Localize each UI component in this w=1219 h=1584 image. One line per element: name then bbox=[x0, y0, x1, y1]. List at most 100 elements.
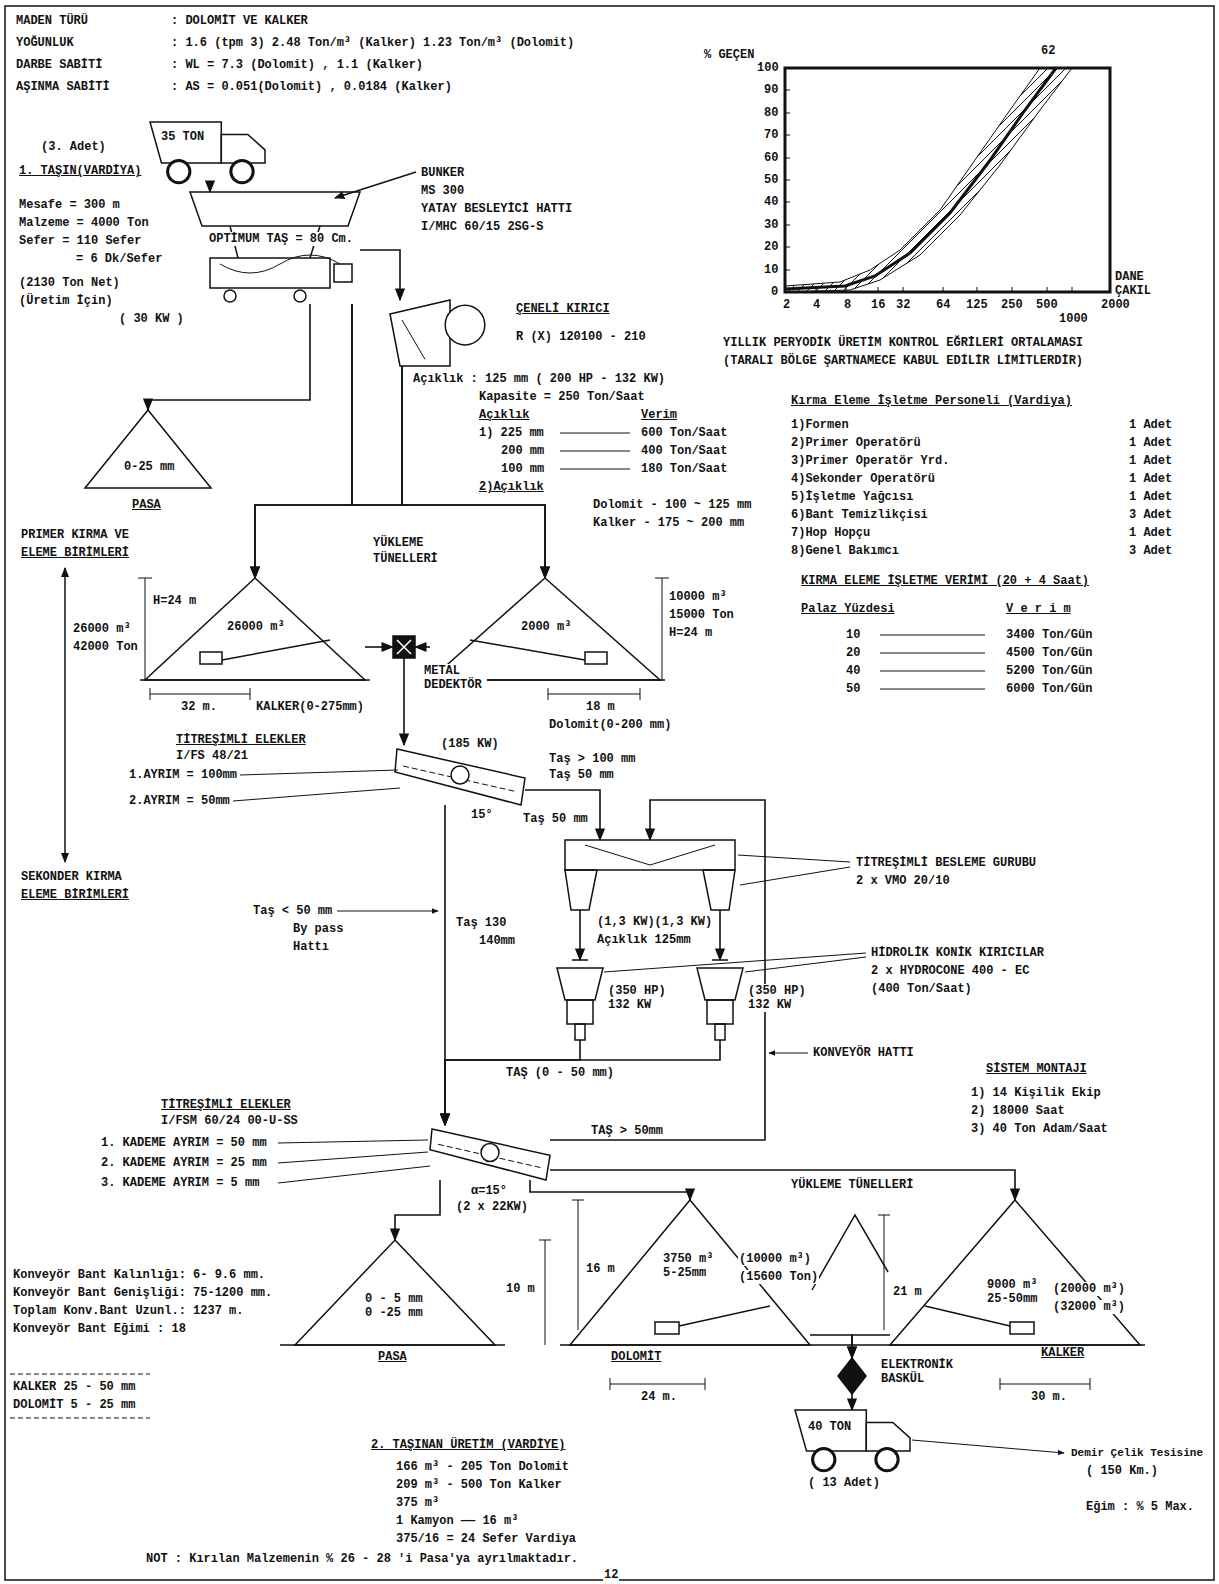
label: 50 bbox=[845, 682, 861, 696]
stroke bbox=[390, 300, 450, 366]
label: (1,3 KW)(1,3 KW) bbox=[596, 915, 713, 929]
stroke bbox=[876, 1448, 898, 1470]
label: SİSTEM MONTAJI bbox=[985, 1062, 1088, 1076]
label: 100 bbox=[756, 61, 780, 75]
label: KALKER(0-275mm) bbox=[255, 700, 365, 714]
label: 375 m³ bbox=[395, 1496, 440, 1510]
stroke bbox=[294, 290, 306, 302]
stroke bbox=[395, 749, 525, 805]
label: Taş 130 bbox=[455, 916, 507, 930]
label: 2) 18000 Saat bbox=[970, 1104, 1066, 1118]
node-text: (350 HP) 132 KW bbox=[607, 984, 671, 1012]
node-shape bbox=[557, 960, 603, 1040]
conveyor-line bbox=[444, 805, 446, 1125]
conveyor-line bbox=[395, 1180, 440, 1240]
label: (3. Adet) bbox=[40, 140, 107, 154]
stroke bbox=[438, 1144, 542, 1168]
stroke bbox=[430, 1129, 550, 1180]
label: DOLOMİT 5 - 25 mm bbox=[12, 1398, 136, 1412]
label: KONVEYÖR HATTI bbox=[812, 1046, 915, 1060]
node-text: TİTREŞİMLİ ELEKLER bbox=[175, 733, 307, 747]
label: 4 bbox=[812, 298, 821, 312]
label: Kalker - 175 ~ 200 mm bbox=[592, 516, 745, 530]
conveyor-line bbox=[365, 646, 393, 648]
label: 12 bbox=[603, 1568, 619, 1582]
label: 100 mm bbox=[500, 462, 545, 476]
label: 1) 14 Kişilik Ekip bbox=[970, 1086, 1102, 1100]
stroke bbox=[393, 636, 415, 658]
stroke bbox=[295, 1240, 495, 1345]
label: YATAY BESLEYİCİ HATTI bbox=[420, 202, 573, 216]
label: (400 Ton/Saat) bbox=[870, 982, 973, 996]
node-shape bbox=[390, 300, 490, 366]
label: 250 bbox=[1000, 298, 1024, 312]
label: HİDROLİK KONİK KIRICILAR bbox=[870, 946, 1045, 960]
arrow bbox=[64, 568, 66, 862]
edge-label: TAŞ > 50mm bbox=[590, 1124, 664, 1138]
stroke bbox=[838, 1358, 866, 1394]
label: (Üretim İçin) bbox=[18, 294, 114, 308]
tunnel-conveyor bbox=[470, 640, 585, 660]
label: 5)İşletme Yağcısı bbox=[790, 490, 914, 504]
label: 10 bbox=[763, 263, 779, 277]
node-text: (185 KW) bbox=[440, 737, 500, 751]
node-text: OPTİMUM TAŞ = 80 Cm. bbox=[208, 232, 354, 246]
label: Kırma Eleme İşletme Personeli (Vardiya) bbox=[790, 394, 1073, 408]
label: 15000 Ton bbox=[668, 608, 735, 622]
node-text: TİTREŞİMLİ BESLEME GURUBU bbox=[855, 856, 1037, 870]
label: 1 Adet bbox=[1128, 472, 1173, 486]
label: YÜKLEME bbox=[372, 536, 424, 550]
label: 10000 m³ bbox=[668, 590, 728, 604]
label: Toplam Konv.Bant Uzunl.: 1237 m. bbox=[12, 1304, 244, 1318]
label: 10 m bbox=[505, 1282, 536, 1296]
conveyor-line bbox=[255, 304, 352, 578]
label: 3400 Ton/Gün bbox=[1005, 628, 1093, 642]
stroke bbox=[451, 766, 469, 784]
label: 500 bbox=[1035, 298, 1059, 312]
curve bbox=[785, 68, 1056, 289]
label: (TARALI BÖLGE ŞARTNAMECE KABUL EDİLİR Lİ… bbox=[722, 354, 1084, 368]
conveyor-line bbox=[719, 910, 721, 960]
conveyor-line bbox=[579, 910, 581, 960]
equipment-node: OPTİMUM TAŞ = 80 Cm.( 30 KW ) bbox=[190, 192, 360, 304]
label: Taş > 100 mm bbox=[548, 752, 636, 766]
equipment-node: 40 TON( 13 Adet) bbox=[795, 1410, 910, 1472]
label: 2)Açıklık bbox=[478, 480, 545, 494]
label: 90 bbox=[763, 83, 779, 97]
label: YOĞUNLUK bbox=[15, 36, 75, 50]
node-text: 2000 m³ bbox=[520, 620, 572, 634]
tunnel-conveyor bbox=[222, 640, 330, 660]
label: 1.AYRIM = 100mm bbox=[128, 768, 238, 782]
label: NOT : Kırılan Malzemenin % 26 - 28 'i Pa… bbox=[145, 1552, 579, 1566]
node-text: ( 13 Adet) bbox=[807, 1476, 881, 1490]
label: Demir Çelik Tesisine bbox=[1070, 1446, 1204, 1460]
label: V e r i m bbox=[1005, 602, 1072, 616]
stroke bbox=[334, 264, 352, 282]
equipment-node: TİTREŞİMLİ ELEKLERI/FSM 60/24 00-U-SS(2 … bbox=[430, 1125, 550, 1180]
stroke bbox=[402, 320, 425, 359]
label: 18 m bbox=[585, 700, 616, 714]
label: 20 bbox=[845, 646, 861, 660]
conveyor-line bbox=[445, 1040, 720, 1125]
conveyor-line bbox=[852, 1335, 890, 1358]
label: 21 m bbox=[892, 1285, 923, 1299]
conveyor-line bbox=[360, 250, 400, 300]
stroke bbox=[575, 1024, 585, 1040]
label: ELEME BİRİMLERİ bbox=[20, 546, 130, 560]
pile-outline bbox=[812, 1215, 888, 1290]
label: 7)Hop Hopçu bbox=[790, 526, 871, 540]
label: : DOLOMİT VE KALKER bbox=[170, 14, 309, 28]
conveyor-line bbox=[403, 658, 405, 745]
stroke bbox=[557, 968, 603, 1000]
label: H=24 m bbox=[668, 626, 713, 640]
label: Hattı bbox=[292, 940, 330, 954]
label: 40 bbox=[845, 664, 861, 678]
edge-label: TAŞ (0 - 50 mm) bbox=[505, 1066, 615, 1080]
node-shape bbox=[890, 1200, 1140, 1345]
label: 70 bbox=[763, 128, 779, 142]
label: 1 Adet bbox=[1128, 436, 1173, 450]
node-text: 35 TON bbox=[160, 130, 205, 144]
stroke bbox=[715, 1024, 725, 1040]
